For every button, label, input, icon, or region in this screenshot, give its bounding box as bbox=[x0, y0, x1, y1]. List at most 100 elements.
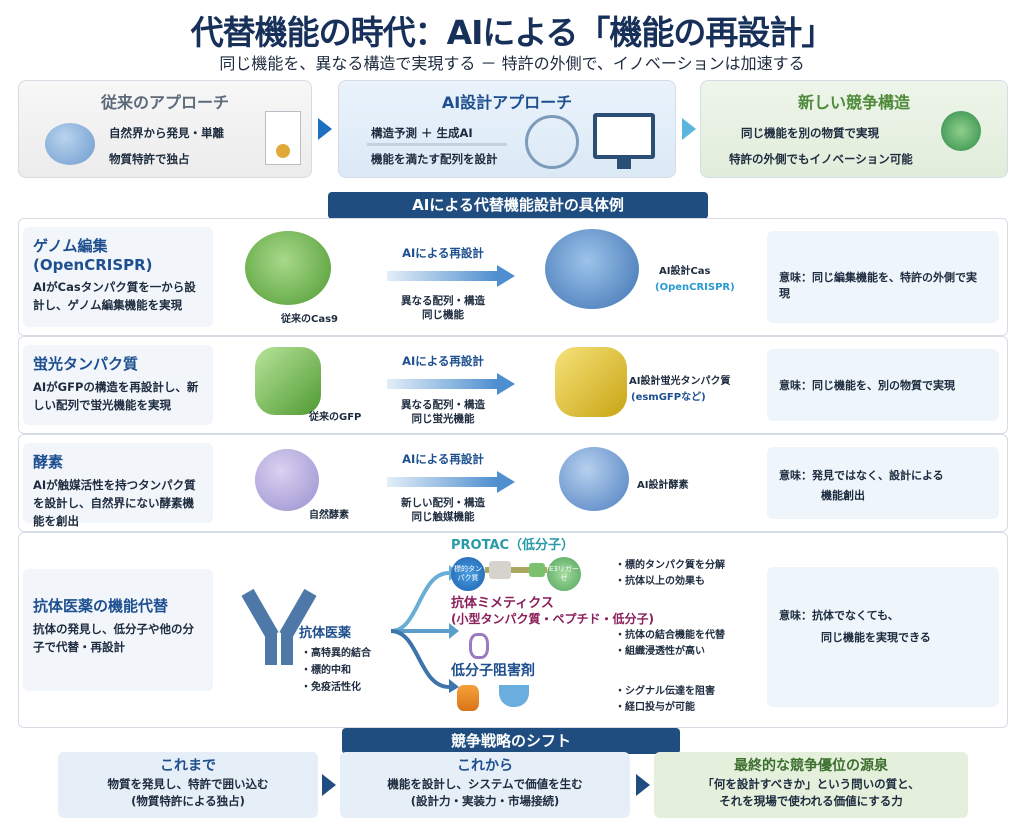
row-desc: 抗体の発見し、低分子や他の分子で代替・再設計 bbox=[33, 622, 194, 654]
gfp-protein-image bbox=[255, 347, 321, 415]
redesign-arrow-icon bbox=[387, 265, 515, 287]
page-title: 代替機能の時代：AIによる「機能の再設計」 bbox=[190, 13, 835, 52]
meaning-line1: 意味：抗体でなくても、 bbox=[779, 609, 899, 622]
new-line1: 同じ機能を別の物質で実現 bbox=[741, 126, 879, 140]
bottom-title: これから bbox=[457, 758, 513, 774]
row-desc: AIがGFPの構造を再設計し、新しい配列で蛍光機能を実現 bbox=[33, 380, 199, 412]
small-molecule-icon bbox=[457, 685, 479, 711]
mimetics-point: ・抗体の結合機能を代替 bbox=[615, 630, 725, 641]
ai-cas-protein-image bbox=[545, 229, 639, 309]
arrow-sub2: 同じ機能 bbox=[422, 309, 464, 321]
ai-approach-box: AI設計アプローチ 構造予測 ＋ 生成AI 機能を満たす配列を設計 bbox=[338, 80, 676, 178]
row-title: 酵素 bbox=[33, 453, 64, 471]
meaning-line2: 機能創出 bbox=[821, 489, 865, 502]
example-row-antibody: 抗体医薬の機能代替抗体の発見し、低分子や他の分子で代替・再設計 抗体医薬 ・高特… bbox=[18, 532, 1008, 728]
ai-enzyme-image bbox=[559, 447, 629, 511]
new-competition-box: 新しい競争構造 同じ機能を別の物質で実現 特許の外側でもイノベーション可能 bbox=[700, 80, 1008, 178]
arrow-label: AIによる再設計 bbox=[402, 354, 484, 368]
ai-sub: (esmGFPなど) bbox=[631, 392, 706, 403]
lightbulb-icon bbox=[941, 111, 981, 151]
bottom-box-after: これから機能を設計し、システムで価値を生む (設計力・実装力・市場接続) bbox=[340, 752, 630, 818]
arrow-label: AIによる再設計 bbox=[402, 452, 484, 466]
protac-point: ・標的タンパク質を分解 bbox=[615, 560, 725, 571]
meaning-line2: 同じ機能を実現できる bbox=[821, 631, 931, 644]
mimetics-subtitle: (小型タンパク質・ペプチド・低分子) bbox=[451, 612, 654, 626]
redesign-arrow-icon bbox=[387, 373, 515, 395]
target-protein-icon: 標的タンパク質 bbox=[451, 557, 485, 591]
protac-title: PROTAC（低分子） bbox=[451, 538, 575, 553]
traditional-title: 従来のアプローチ bbox=[100, 93, 229, 112]
example-row-enzyme: 酵素 AIが触媒活性を持つタンパク質を設計し、自然界にない酵素機能を創出 自然酵素… bbox=[18, 434, 1008, 532]
arrow-sub2: 同じ蛍光機能 bbox=[411, 413, 475, 425]
ai-line1: 構造予測 ＋ 生成AI bbox=[371, 126, 473, 140]
bottom-line2: (設計力・実装力・市場接続) bbox=[410, 794, 560, 808]
row-subtitle: (OpenCRISPR) bbox=[33, 256, 153, 274]
ai-gfp-protein-image bbox=[555, 347, 627, 417]
ai-label: AI設計酵素 bbox=[637, 480, 689, 491]
bottom-title: これまで bbox=[160, 758, 216, 774]
row-title: 抗体医薬の機能代替 bbox=[33, 597, 169, 615]
antibody-point: ・免疫活性化 bbox=[301, 682, 361, 693]
traditional-approach-box: 従来のアプローチ 自然界から発見・単離 物質特許で独占 bbox=[18, 80, 312, 178]
bottom-line1: 機能を設計し、システムで価値を生む bbox=[387, 777, 583, 791]
orig-label: 従来のCas9 bbox=[281, 314, 338, 325]
page-subtitle: 同じ機能を、異なる構造で実現する － 特許の外側で、イノベーションは加速する bbox=[219, 54, 805, 73]
orig-label: 自然酵素 bbox=[309, 510, 349, 521]
branch-arrows-icon bbox=[390, 565, 459, 693]
redesign-arrow-icon bbox=[387, 471, 515, 493]
e3-ligase-icon: E3リガーゼ bbox=[547, 557, 581, 591]
ai-approach-title: AI設計アプローチ bbox=[441, 93, 573, 112]
antibody-point: ・標的中和 bbox=[301, 665, 351, 676]
receptor-icon bbox=[499, 685, 529, 707]
cas9-protein-image bbox=[245, 231, 331, 305]
row-desc: AIがCasタンパク質を一から設計し、ゲノム編集機能を実現 bbox=[33, 280, 196, 312]
bottom-line2: それを現場で使われる価値にする力 bbox=[719, 794, 903, 808]
strategy-shift-header: 競争戦略のシフト bbox=[342, 728, 680, 754]
examples-section-header: AIによる代替機能設計の具体例 bbox=[328, 192, 708, 219]
bottom-box-advantage: 最終的な競争優位の源泉「何を設計すべきか」という問いの質と、それを現場で使われる… bbox=[654, 752, 968, 818]
arrow-right-icon bbox=[682, 118, 696, 140]
meaning-line1: 意味：発見ではなく、設計による bbox=[779, 469, 944, 482]
ai-sub: (OpenCRISPR) bbox=[655, 282, 735, 293]
inhibitor-point: ・シグナル伝達を阻害 bbox=[615, 686, 715, 697]
bottom-line1: 物質を発見し、特許で囲い込む bbox=[107, 777, 269, 791]
new-competition-title: 新しい競争構造 bbox=[797, 93, 910, 112]
protac-point: ・抗体以上の効果も bbox=[615, 576, 705, 587]
antibody-label: 抗体医薬 bbox=[299, 626, 352, 641]
neural-network-icon bbox=[525, 115, 579, 169]
arrow-sub1: 異なる配列・構造 bbox=[401, 399, 485, 411]
meaning-box: 意味：同じ編集機能を、特許の外側で実現 bbox=[767, 231, 999, 323]
protein-icon bbox=[45, 123, 95, 165]
bottom-box-before: これまで物質を発見し、特許で囲い込む (物質特許による独占) bbox=[58, 752, 318, 818]
patent-certificate-icon bbox=[265, 111, 301, 165]
arrow-right-icon bbox=[636, 774, 650, 796]
bottom-title: 最終的な競争優位の源泉 bbox=[734, 758, 888, 774]
traditional-line1: 自然界から発見・単離 bbox=[109, 126, 224, 140]
arrow-label: AIによる再設計 bbox=[402, 246, 484, 260]
inhibitor-point: ・経口投与が可能 bbox=[615, 702, 695, 713]
traditional-line2: 物質特許で独占 bbox=[109, 152, 190, 166]
arrow-right-icon bbox=[318, 118, 332, 140]
ai-label: AI設計蛍光タンパク質 bbox=[629, 376, 731, 387]
meaning-box: 意味：同じ機能を、別の物質で実現 bbox=[767, 349, 999, 421]
inhibitor-title: 低分子阻害剤 bbox=[451, 663, 535, 679]
example-row-gfp: 蛍光タンパク質 AIがGFPの構造を再設計し、新しい配列で蛍光機能を実現 従来のG… bbox=[18, 336, 1008, 434]
new-line2: 特許の外側でもイノベーション可能 bbox=[729, 152, 913, 166]
row-desc: AIが触媒活性を持つタンパク質を設計し、自然界にない酵素機能を創出 bbox=[33, 478, 196, 528]
row-title: 蛍光タンパク質 bbox=[33, 355, 139, 373]
natural-enzyme-image bbox=[255, 449, 319, 511]
arrow-sub2: 同じ触媒機能 bbox=[411, 511, 475, 523]
bottom-line2: (物質特許による独占) bbox=[131, 794, 245, 808]
arrow-sub1: 異なる配列・構造 bbox=[401, 295, 485, 307]
bottom-line1: 「何を設計すべきか」という問いの質と、 bbox=[702, 777, 920, 791]
ai-line2: 機能を満たす配列を設計 bbox=[371, 152, 498, 166]
arrow-sub1: 新しい配列・構造 bbox=[401, 497, 485, 509]
mimetics-point: ・組織浸透性が高い bbox=[615, 646, 705, 657]
row-title: ゲノム編集 bbox=[33, 237, 108, 255]
computer-monitor-icon bbox=[593, 113, 655, 159]
example-row-genome: ゲノム編集(OpenCRISPR)AIがCasタンパク質を一から設計し、ゲノム編… bbox=[18, 218, 1008, 336]
ai-label: AI設計Cas bbox=[659, 266, 711, 277]
peptide-icon bbox=[469, 633, 489, 659]
antibody-point: ・高特異的結合 bbox=[301, 648, 371, 659]
orig-label: 従来のGFP bbox=[309, 412, 362, 423]
